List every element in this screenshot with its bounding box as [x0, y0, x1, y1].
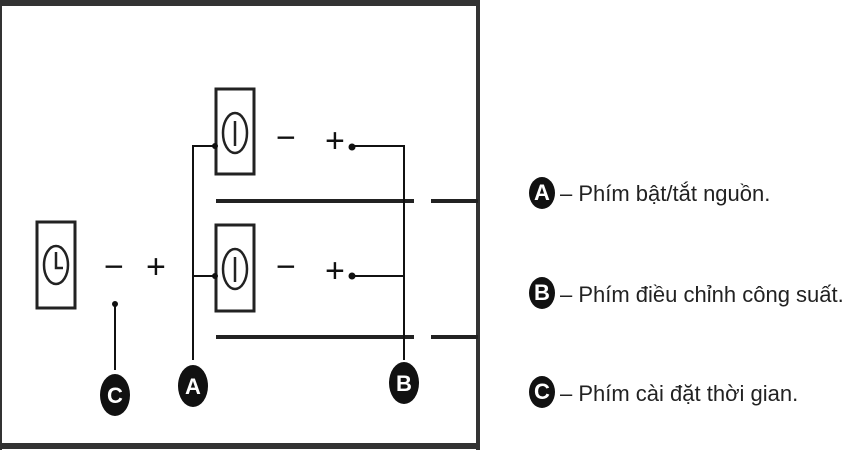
leader-dot — [348, 143, 356, 151]
marker-c-label: C — [107, 383, 123, 408]
leader-dot — [212, 273, 218, 279]
zone2-minus-button[interactable]: − — [276, 248, 296, 286]
zone1-minus-button[interactable]: − — [276, 119, 296, 157]
legend-marker: B — [534, 280, 550, 305]
power-icon — [221, 247, 249, 291]
legend-item-b: B – Phím điều chỉnh công suất. — [529, 277, 844, 309]
legend-marker: C — [534, 379, 550, 404]
marker-b: B — [389, 362, 419, 404]
marker-c-leader — [112, 301, 118, 370]
marker-a-leader — [192, 145, 215, 360]
leader-dot — [212, 143, 218, 149]
power-icon — [221, 111, 249, 155]
marker-b-label: B — [396, 371, 412, 396]
marker-a-label: A — [185, 374, 201, 399]
timer-button[interactable] — [35, 220, 77, 310]
timer-plus-button[interactable]: + — [146, 248, 166, 286]
zone1-power-button[interactable] — [214, 87, 256, 176]
leader-dot — [348, 272, 356, 280]
marker-a: A — [178, 365, 208, 407]
timer-minus-button[interactable]: − — [104, 248, 124, 286]
marker-c: C — [100, 374, 130, 416]
zone2-power-button[interactable] — [214, 223, 256, 313]
legend-item-a: A – Phím bật/tắt nguồn. — [529, 177, 770, 209]
zone2-plus-button[interactable]: + — [325, 252, 345, 290]
legend-text: – Phím điều chỉnh công suất. — [560, 282, 844, 307]
panel-frame — [0, 0, 480, 450]
zone-dividers — [216, 199, 478, 339]
legend-item-c: C – Phím cài đặt thời gian. — [529, 376, 798, 408]
clock-icon — [42, 244, 70, 286]
legend-text: – Phím cài đặt thời gian. — [560, 381, 798, 406]
legend-text: – Phím bật/tắt nguồn. — [560, 181, 770, 206]
zone1-plus-button[interactable]: + — [325, 122, 345, 160]
legend-marker: A — [534, 180, 550, 205]
marker-b-leader — [352, 145, 405, 360]
